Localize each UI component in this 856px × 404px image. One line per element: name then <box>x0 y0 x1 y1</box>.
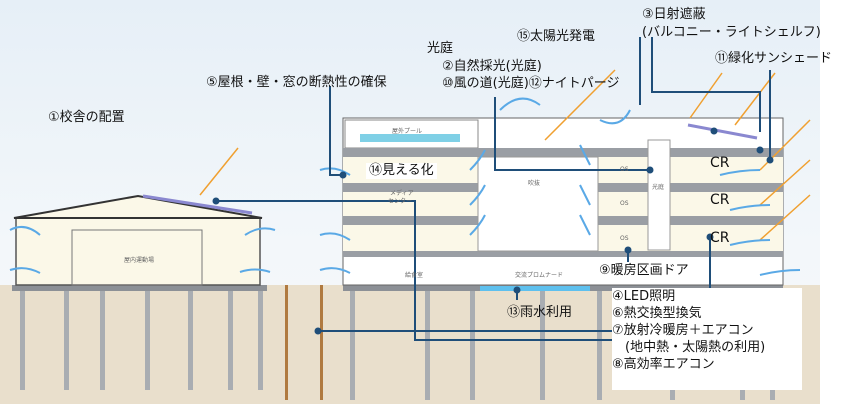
room-light-court: 光庭 <box>652 184 665 191</box>
rainwater-tank <box>480 286 590 291</box>
leader-lines <box>216 37 771 341</box>
room-os-1f: OS <box>620 235 629 242</box>
label-visualization: ⑭見える化 <box>366 163 437 179</box>
airflow-arrows <box>9 97 801 276</box>
label-heating-door: ⑨暖房区画ドア <box>597 263 691 279</box>
room-atrium: 吹抜 <box>528 180 541 187</box>
room-media-1: メディア <box>390 190 414 197</box>
room-cr-3f: CR <box>710 155 730 171</box>
room-cr-2f: CR <box>710 192 730 208</box>
label-wind-path: ⑩風の道(光庭)⑫ナイトパージ <box>442 76 620 91</box>
label-insulation: ⑤屋根・壁・窓の断熱性の確保 <box>206 75 387 90</box>
label-light-court: 光庭 <box>427 41 454 56</box>
label-natural-light: ②自然採光(光庭) <box>442 59 542 74</box>
equipment-radiant: ⑦放射冷暖房＋エアコン <box>612 323 754 338</box>
equipment-aircon: ⑧高効率エアコン <box>612 357 715 372</box>
label-solar-power: ⑮太陽光発電 <box>517 29 596 44</box>
room-kitchen: 給食室 <box>405 272 424 279</box>
equipment-led: ④LED照明 <box>612 289 676 304</box>
room-os-2f: OS <box>620 200 629 207</box>
right-margin <box>820 0 856 404</box>
leader-dots <box>212 127 774 335</box>
equipment-list: ④LED照明 ⑥熱交換型換気 ⑦放射冷暖房＋エアコン (地中熱・太陽熱の利用) … <box>612 288 802 390</box>
equipment-ventilation: ⑥熱交換型換気 <box>612 306 702 321</box>
label-rainwater: ⑬雨水利用 <box>507 305 573 320</box>
gym-solar-panel <box>142 194 253 215</box>
label-green-shade: ⑪緑化サンシェード <box>715 51 833 66</box>
room-media-2: センター <box>388 198 413 205</box>
room-cr-1f: CR <box>710 230 730 246</box>
gym <box>13 194 263 286</box>
room-pool: 屋外プール <box>392 128 423 135</box>
label-campus-layout: ①校舎の配置 <box>48 110 125 125</box>
label-shading-1: ③日射遮蔽 <box>642 7 706 22</box>
room-promenade: 交流プロムナード <box>515 272 564 279</box>
label-shading-2: (バルコニー・ライトシェルフ) <box>642 25 821 40</box>
equipment-radiant-note: (地中熱・太陽熱の利用) <box>612 340 766 355</box>
room-os-3f: OS <box>620 166 629 173</box>
room-gym: 屋内運動場 <box>124 257 155 264</box>
solar-panel <box>687 123 758 140</box>
